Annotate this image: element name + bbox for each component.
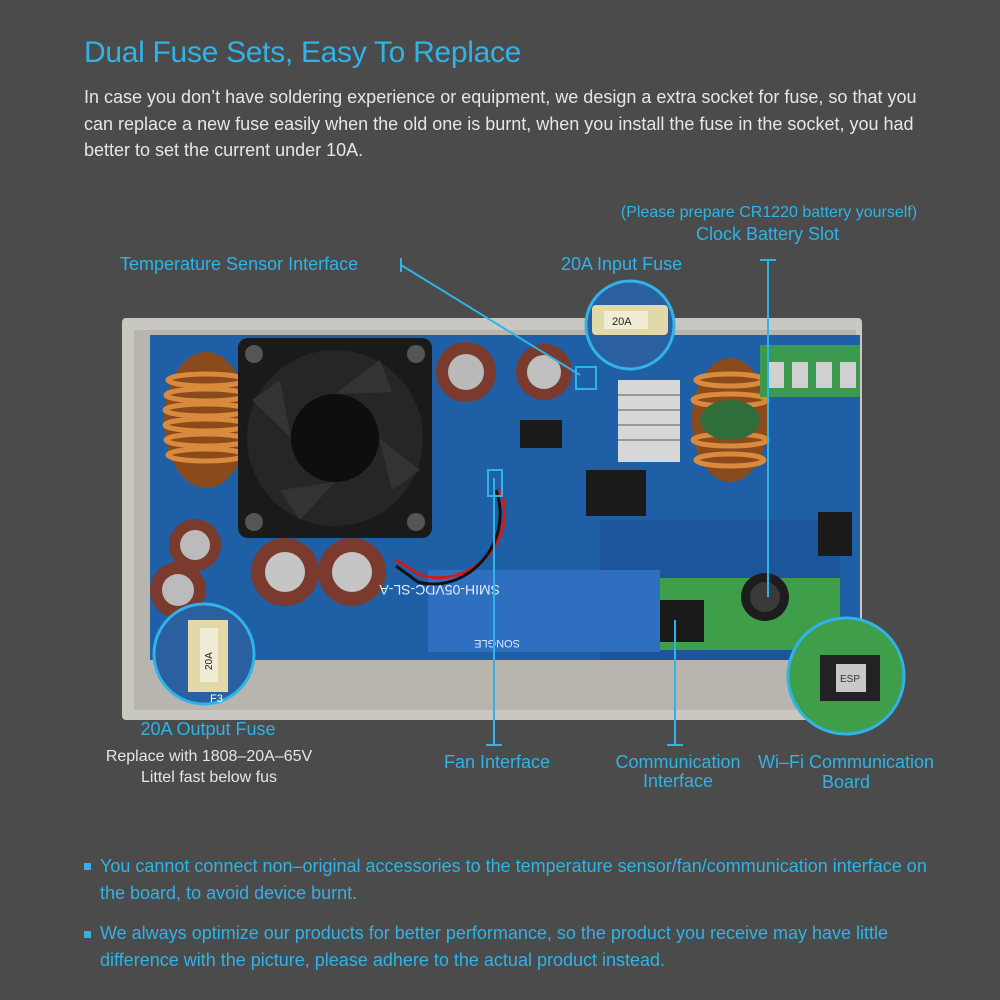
output-fuse-label: 20A Output Fuse	[140, 719, 276, 739]
inductor-left	[162, 352, 250, 488]
callout-lines	[400, 258, 776, 746]
relay-brand-text: SONGLE	[474, 637, 520, 649]
output-fuse-desc-1: Replace with 1808–20A–65V	[105, 748, 313, 765]
page-title: Dual Fuse Sets, Easy To Replace	[84, 36, 522, 69]
inductor-right	[690, 358, 770, 482]
input-fuse-marking: 20A	[612, 316, 632, 328]
note-bullet-1	[84, 863, 91, 870]
output-fuse-desc-2: Littel fast below fus	[140, 769, 278, 786]
note-2: We always optimize our products for bett…	[100, 923, 889, 970]
terminal-block	[760, 345, 860, 397]
capacitors	[150, 342, 572, 618]
wifi-board-label-1: Wi–Fi Communication	[757, 752, 935, 772]
fuse-f3-label: F3	[210, 693, 223, 705]
relay: SMIH-05VDC-SL-A SONGLE	[379, 570, 660, 652]
wifi-board-inset: ESP	[786, 616, 906, 736]
wifi-board-label-2: Board	[821, 772, 871, 792]
comm-interface-label-1: Communication	[615, 752, 741, 772]
relay-model-text: SMIH-05VDC-SL-A	[379, 582, 500, 598]
wifi-chip-marking: ESP	[840, 674, 860, 685]
temp-sensor-label: Temperature Sensor Interface	[120, 254, 359, 274]
battery-slot-label: Clock Battery Slot	[695, 224, 840, 244]
output-fuse-marking: 20A	[204, 652, 215, 670]
battery-note: (Please prepare CR1220 battery yourself)	[620, 204, 918, 221]
note-1: You cannot connect non–original accessor…	[100, 856, 927, 903]
note-bullet-2	[84, 931, 91, 938]
comm-interface-label-2: Interface	[642, 771, 714, 791]
output-fuse-inset: 20A F3	[152, 602, 256, 706]
intro-text: In case you don’t have soldering experie…	[84, 87, 917, 160]
fan	[238, 338, 432, 538]
heat-sink	[618, 380, 680, 462]
fan-interface-label: Fan Interface	[443, 752, 551, 772]
input-fuse-inset: 20A	[584, 279, 676, 371]
input-fuse-label: 20A Input Fuse	[561, 254, 683, 274]
